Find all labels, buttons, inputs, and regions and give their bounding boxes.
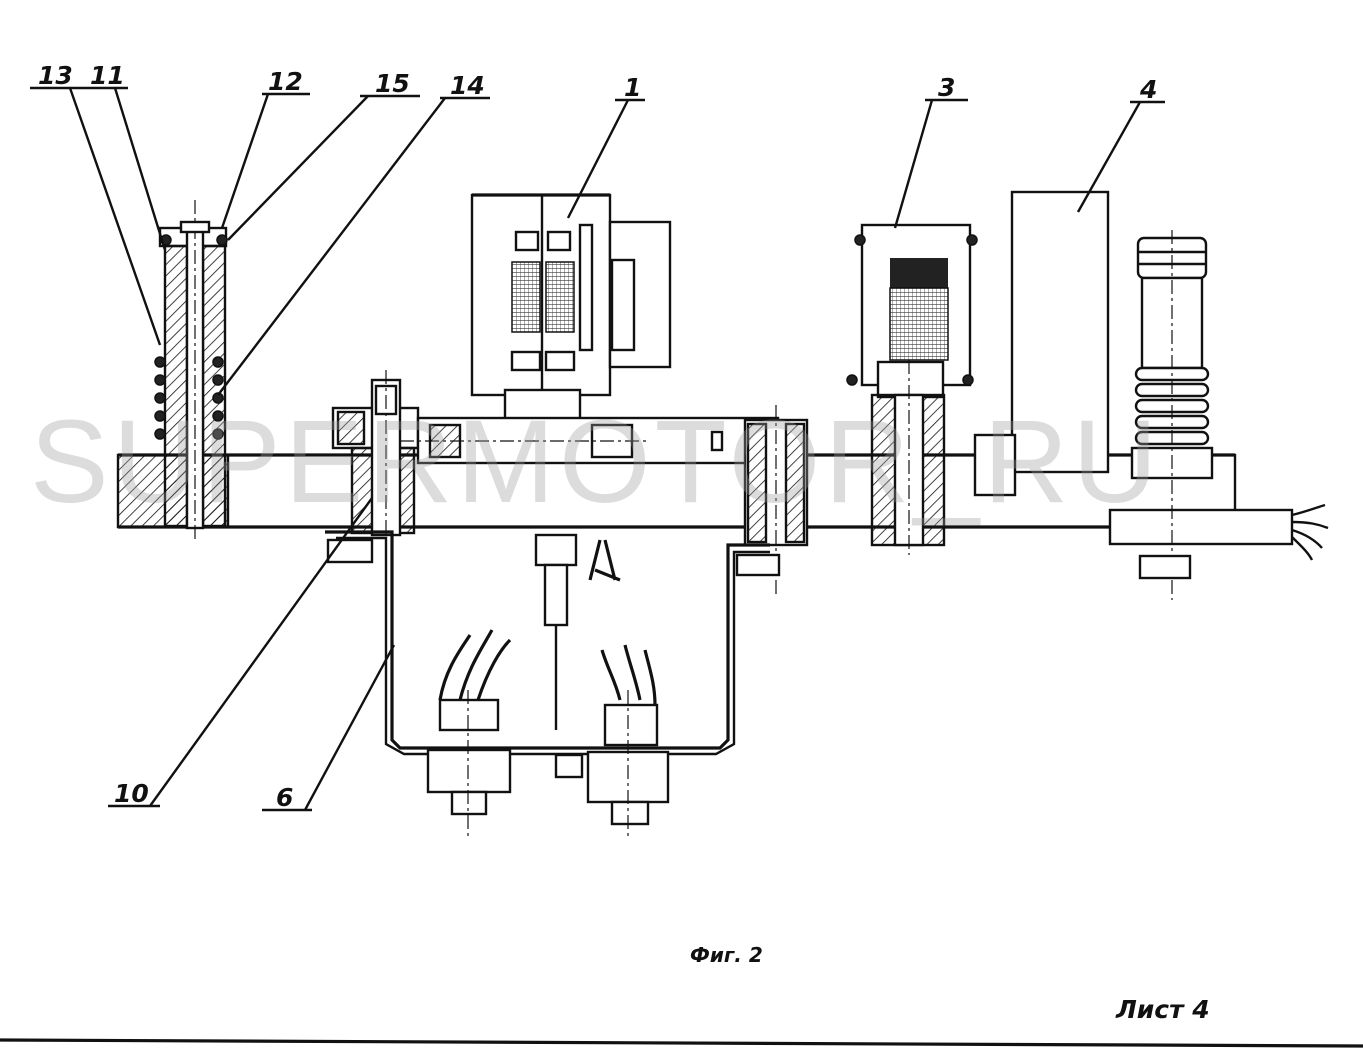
left-bolt-block: [331, 370, 420, 545]
connector-left: [426, 629, 512, 840]
relay-1: [470, 193, 672, 462]
relay-contacts: [510, 230, 576, 372]
callout-13: 13: [38, 61, 73, 90]
callout-14: 14: [450, 71, 485, 100]
callout-labels: 13 11 12 15 14 1 3 4 10 6: [38, 61, 1157, 812]
lower-housing-6: [325, 530, 1192, 840]
page-border-line: [0, 1038, 1363, 1048]
callout-10: 10: [114, 779, 149, 808]
relay-3: [846, 223, 978, 555]
callout-3: 3: [938, 73, 955, 102]
callout-12: 12: [268, 67, 303, 96]
connector-right: [554, 644, 670, 840]
callout-15: 15: [375, 69, 410, 98]
leader-lines: [30, 86, 1165, 812]
callout-4: 4: [1139, 75, 1157, 104]
callout-11: 11: [90, 61, 125, 90]
callout-1: 1: [624, 73, 641, 102]
right-bolt-block: [743, 405, 809, 595]
figure-caption: Фиг. 2: [690, 943, 763, 967]
wire-bundle: [1291, 503, 1329, 561]
sheet-number: Лист 4: [1115, 995, 1210, 1024]
callout-6: 6: [276, 783, 293, 812]
upper-beam: [400, 416, 780, 465]
terminal-strip: [1108, 508, 1294, 546]
component-4: [973, 190, 1214, 600]
watermark: SUPERMOTOR_RU: [30, 396, 1162, 528]
spring-coils: [154, 234, 228, 440]
